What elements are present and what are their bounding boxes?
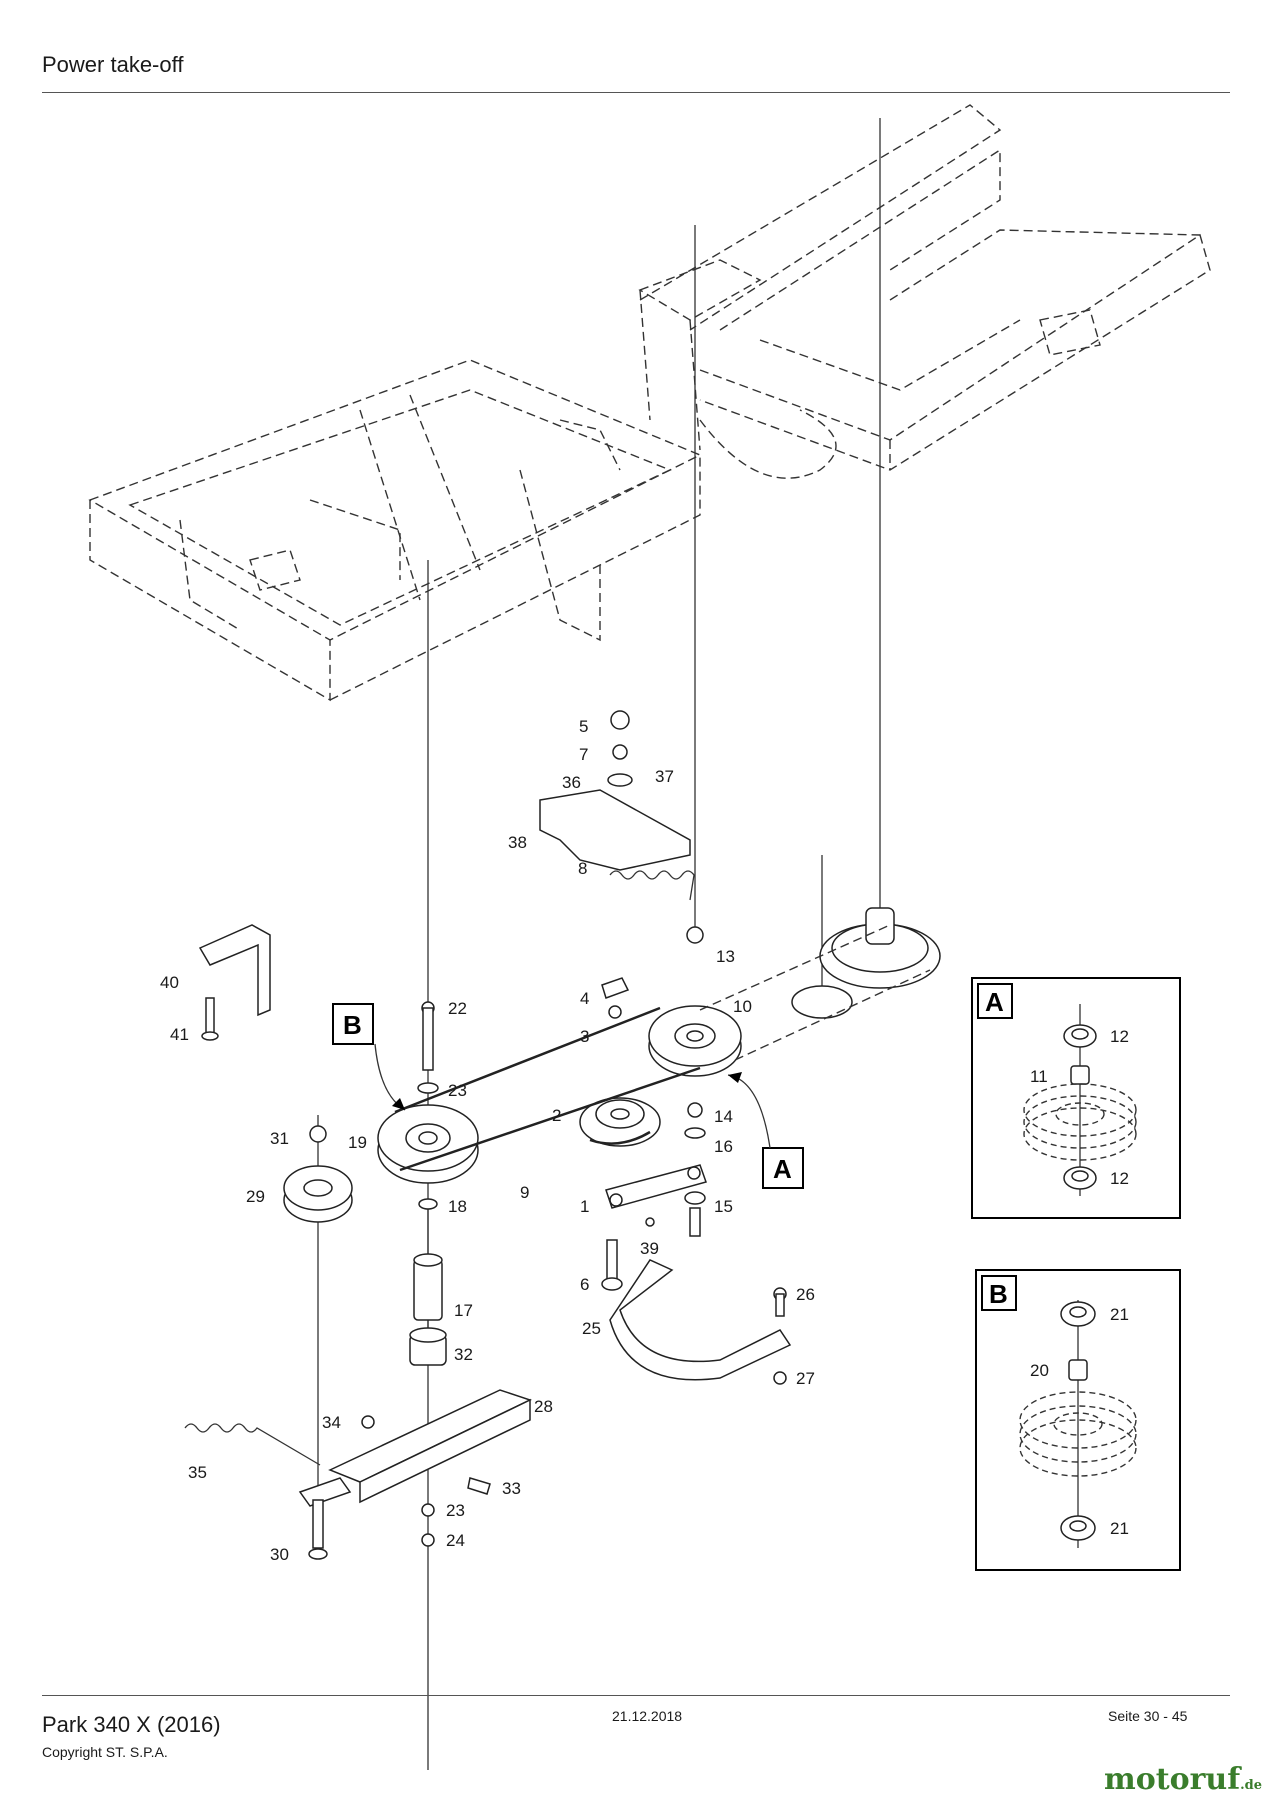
part-label-3: 3	[580, 1027, 589, 1046]
part-label-13: 13	[716, 947, 735, 966]
part-label-23b: 23	[446, 1501, 465, 1520]
part-label-34: 34	[322, 1413, 341, 1432]
part-label-27: 27	[796, 1369, 815, 1388]
part-label-18: 18	[448, 1197, 467, 1216]
part-label-2: 2	[552, 1106, 561, 1125]
detail-a-label-bottom: 12	[1110, 1169, 1129, 1188]
part-label-14: 14	[714, 1107, 733, 1126]
part-label-7: 7	[579, 745, 588, 764]
part-label-26: 26	[796, 1285, 815, 1304]
pulley-19	[377, 1104, 479, 1184]
part-label-39: 39	[640, 1239, 659, 1258]
pulley-10	[648, 1005, 742, 1077]
part-label-4: 4	[580, 989, 589, 1008]
part-label-31: 31	[270, 1129, 289, 1148]
callout-a: A	[727, 1072, 804, 1189]
model-name: Park 340 X (2016)	[42, 1712, 221, 1737]
logo-tld: .de	[1240, 1778, 1263, 1793]
part-label-41: 41	[170, 1025, 189, 1044]
part-label-25: 25	[582, 1319, 601, 1338]
sleeve-32	[409, 1327, 447, 1366]
footer-divider	[42, 1695, 1230, 1696]
part-label-1: 1	[580, 1197, 589, 1216]
part-label-30: 30	[270, 1545, 289, 1564]
detail-a-label-spacer: 11	[1030, 1067, 1048, 1086]
pulley-2	[579, 1097, 661, 1147]
pulley-29	[283, 1165, 353, 1223]
part-label-24: 24	[446, 1531, 465, 1550]
bracket-38	[539, 789, 691, 871]
bracket-40	[198, 924, 271, 1017]
callout-b-label: B	[343, 1010, 362, 1040]
part-label-22: 22	[448, 999, 467, 1018]
part-labels: 5 7 36 37 38 8 13 4 10 3 40 41 22 23 2 1…	[160, 717, 815, 1564]
part-label-19: 19	[348, 1133, 367, 1152]
small-hardware	[201, 710, 787, 1560]
document-date: 21.12.2018	[612, 1708, 683, 1724]
part-label-16: 16	[714, 1137, 733, 1156]
spring-35	[184, 1423, 321, 1466]
part-label-33: 33	[502, 1479, 521, 1498]
spindle-17	[413, 1253, 443, 1321]
header-divider	[42, 92, 1230, 93]
part-label-29: 29	[246, 1187, 265, 1206]
part-label-8: 8	[578, 859, 587, 878]
part-label-9: 9	[520, 1183, 529, 1202]
detail-b-panel: B 21 20 21	[975, 1269, 1181, 1571]
belt-9	[394, 924, 931, 1172]
callout-a-label: A	[773, 1154, 792, 1184]
part-label-5: 5	[579, 717, 588, 736]
detail-b-label-top: 21	[1110, 1305, 1129, 1324]
detail-a-label-top: 12	[1110, 1027, 1129, 1046]
lever-28	[298, 1389, 532, 1507]
detail-a-title: A	[985, 987, 1004, 1017]
part-label-40: 40	[160, 973, 179, 992]
bolt-6	[601, 1239, 623, 1291]
page-number: Seite 30 - 45	[1108, 1708, 1188, 1724]
detail-a-panel: A 12 11 12	[971, 977, 1181, 1219]
spring-8	[609, 870, 695, 901]
part-label-37: 37	[655, 767, 674, 786]
motoruf-logo[interactable]: motoruf.de	[1104, 1762, 1262, 1797]
part-label-10: 10	[733, 997, 752, 1016]
detail-b-title: B	[989, 1279, 1008, 1309]
part-label-38: 38	[508, 833, 527, 852]
callout-b: B	[332, 1003, 406, 1111]
page-title: Power take-off	[42, 52, 184, 77]
logo-text: motoruf	[1104, 1762, 1241, 1797]
assembly-axis-lines	[317, 118, 881, 1770]
pivot-arm-1	[605, 1164, 707, 1209]
copyright: Copyright ST. S.P.A.	[42, 1744, 168, 1760]
chassis-frame	[88, 104, 1211, 702]
bracket-25	[609, 1259, 792, 1381]
part-label-35: 35	[188, 1463, 207, 1482]
part-label-6: 6	[580, 1275, 589, 1294]
part-label-23a: 23	[448, 1081, 467, 1100]
part-label-15: 15	[714, 1197, 733, 1216]
detail-b-label-spacer: 20	[1030, 1361, 1049, 1380]
part-label-36: 36	[562, 773, 581, 792]
part-label-32: 32	[454, 1345, 473, 1364]
part-label-17: 17	[454, 1301, 473, 1320]
detail-b-label-bottom: 21	[1110, 1519, 1129, 1538]
part-label-28: 28	[534, 1397, 553, 1416]
engine-pulley	[791, 907, 941, 1019]
